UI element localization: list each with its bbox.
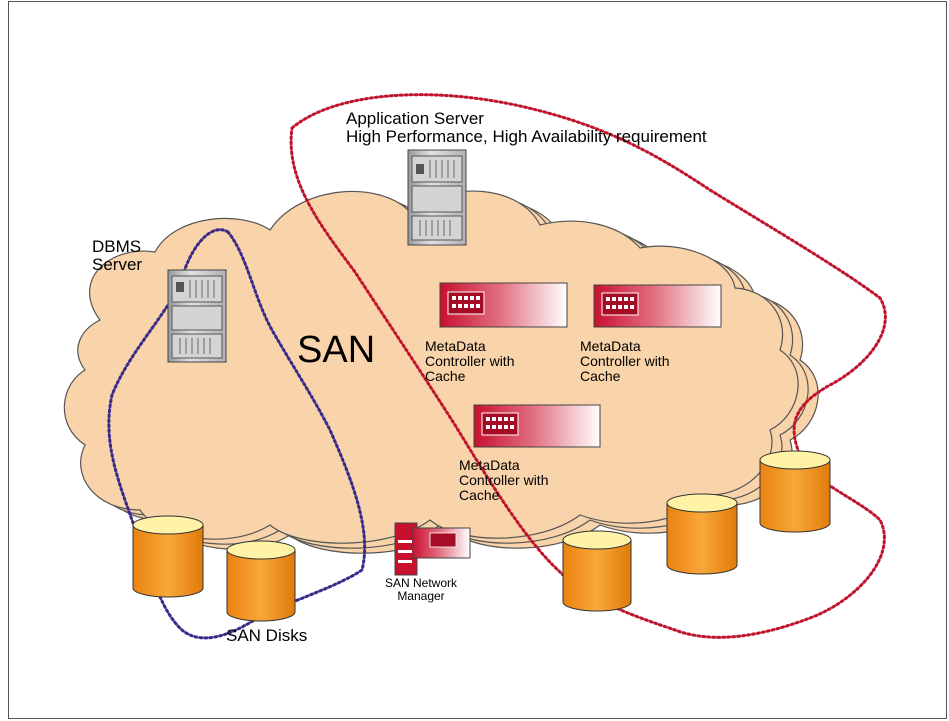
application-server-label: Application Server High Performance, Hig… [346,109,707,147]
metadata-controller-1-icon [439,282,568,328]
metadata-controller-3-label: MetaData Controller with Cache [459,457,549,504]
dbms-group-outline [107,228,367,640]
app-group-outline [289,93,887,639]
disk-4-icon [666,493,738,575]
disk-3-icon [562,530,632,612]
disk-5-icon [759,450,831,533]
san-disks-label: SAN Disks [226,626,308,645]
san-label: SAN [297,329,376,371]
disk-2-icon [226,540,296,622]
dbms-server-icon [167,269,227,363]
application-server-icon [407,149,467,246]
dbms-server-label: DBMS Server [92,237,143,275]
metadata-controller-3-icon [473,404,601,448]
metadata-controller-2-icon [593,284,722,328]
disk-1-icon [132,515,204,598]
san-network-manager-label: SAN Network Manager [384,576,458,603]
metadata-controller-2-label: MetaData Controller with Cache [580,338,670,385]
metadata-controller-1-label: MetaData Controller with Cache [425,338,515,385]
san-network-manager-icon [394,522,471,576]
